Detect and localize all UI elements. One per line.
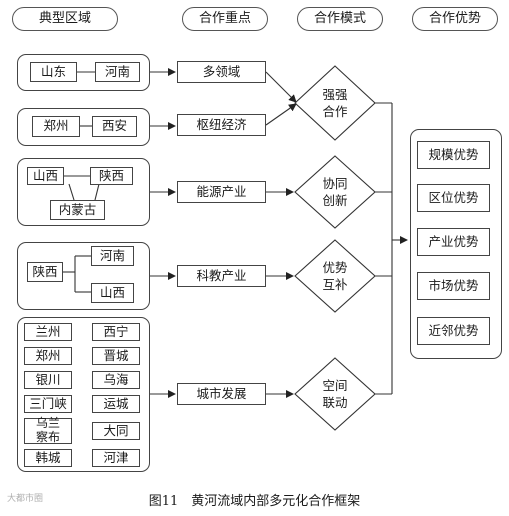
region-shaanxi-2: 陕西 bbox=[27, 262, 63, 282]
figure-caption: 图11 黄河流域内部多元化合作框架 bbox=[148, 494, 361, 509]
advantages-group bbox=[410, 129, 502, 359]
region-henan: 河南 bbox=[95, 62, 140, 82]
region-jincheng: 晋城 bbox=[92, 347, 140, 365]
region-group-1 bbox=[17, 54, 150, 91]
region-sanmenxia: 三门峡 bbox=[24, 395, 72, 413]
advantage-location: 区位优势 bbox=[417, 184, 490, 212]
advantage-proximity: 近邻优势 bbox=[417, 317, 490, 345]
region-zhengzhou-2: 郑州 bbox=[24, 347, 72, 365]
region-shaanxi: 陕西 bbox=[90, 167, 133, 185]
region-shanxi: 山西 bbox=[27, 167, 64, 185]
header-regions: 典型区域 bbox=[12, 7, 118, 31]
region-group-3 bbox=[17, 158, 150, 226]
focus-urban-development: 城市发展 bbox=[177, 383, 266, 405]
focus-science-education: 科教产业 bbox=[177, 265, 266, 287]
mode-strong-cooperation: 强强合作 bbox=[322, 87, 348, 119]
region-hejin: 河津 bbox=[92, 449, 140, 467]
region-group-2 bbox=[17, 108, 150, 146]
mode-complementary-advantages: 优势互补 bbox=[322, 260, 348, 292]
region-ulanqab: 乌兰察布 bbox=[24, 416, 72, 444]
region-xining: 西宁 bbox=[92, 323, 140, 341]
region-inner-mongolia: 内蒙古 bbox=[50, 200, 105, 220]
mode-spatial-linkage: 空间联动 bbox=[322, 378, 348, 410]
focus-multi-domain: 多领域 bbox=[177, 61, 266, 83]
region-zhengzhou: 郑州 bbox=[32, 116, 80, 137]
header-advantages: 合作优势 bbox=[412, 7, 498, 31]
advantage-scale: 规模优势 bbox=[417, 141, 490, 169]
region-shandong: 山东 bbox=[30, 62, 77, 82]
region-xian: 西安 bbox=[92, 116, 137, 137]
advantage-market: 市场优势 bbox=[417, 272, 490, 300]
region-yuncheng: 运城 bbox=[92, 395, 140, 413]
watermark-logo: 大都市圈 bbox=[7, 494, 44, 504]
mode-coordinated-innovation: 协同创新 bbox=[322, 176, 348, 208]
region-group-5 bbox=[17, 317, 150, 472]
region-group-4 bbox=[17, 242, 150, 310]
focus-energy-industry: 能源产业 bbox=[177, 181, 266, 203]
region-henan-2: 河南 bbox=[91, 246, 134, 266]
region-hancheng: 韩城 bbox=[24, 449, 72, 467]
header-modes: 合作模式 bbox=[297, 7, 383, 31]
region-wuhai: 乌海 bbox=[92, 371, 140, 389]
region-yinchuan: 银川 bbox=[24, 371, 72, 389]
region-datong: 大同 bbox=[92, 422, 140, 440]
region-shanxi-2: 山西 bbox=[91, 283, 134, 303]
focus-hub-economy: 枢纽经济 bbox=[177, 114, 266, 136]
region-lanzhou: 兰州 bbox=[24, 323, 72, 341]
header-focus: 合作重点 bbox=[182, 7, 268, 31]
advantage-industry: 产业优势 bbox=[417, 228, 490, 256]
